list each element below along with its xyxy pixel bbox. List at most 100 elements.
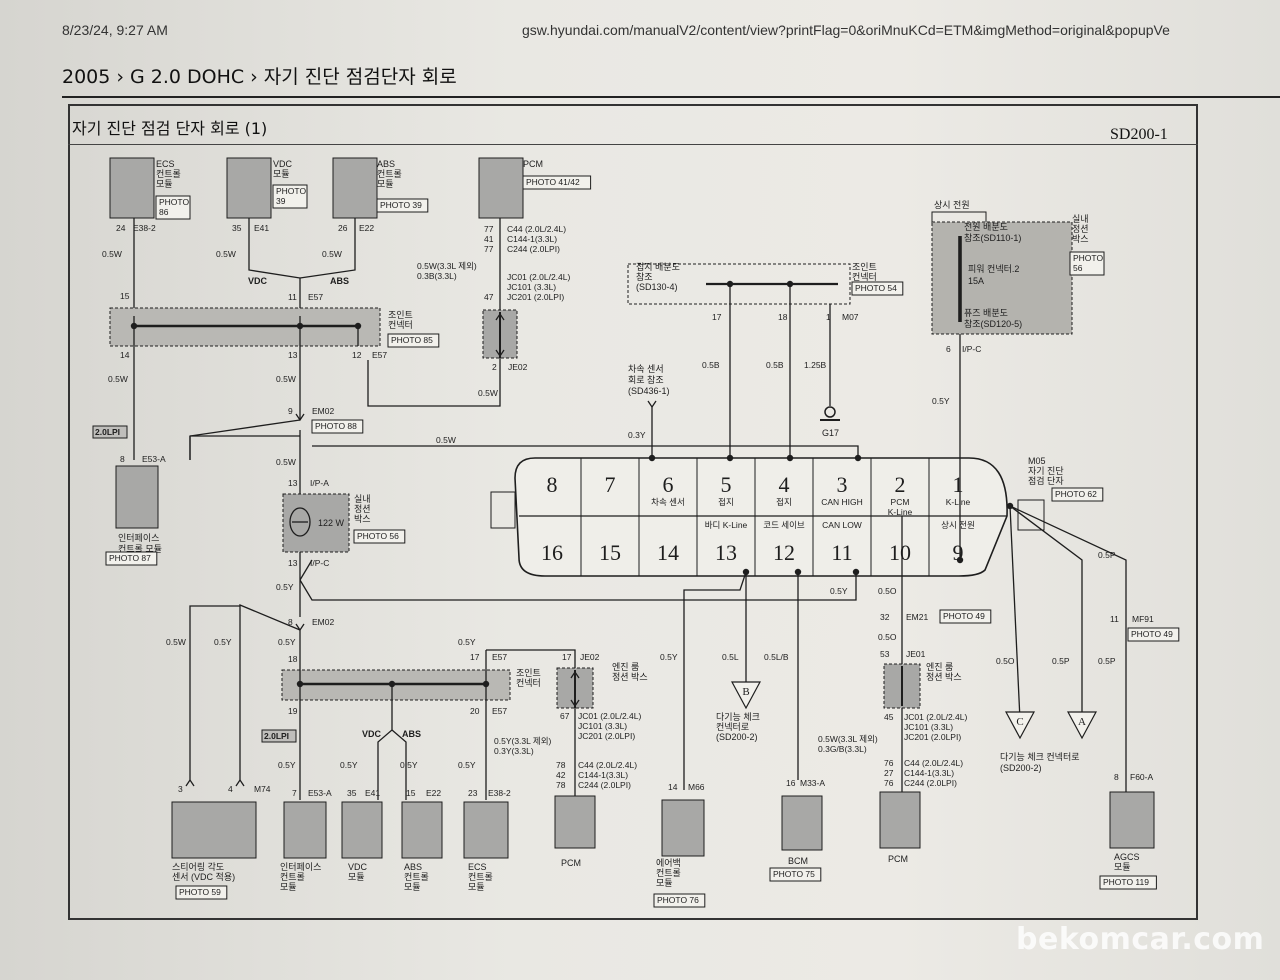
diagram-label: 0.5Y: [400, 760, 418, 770]
diagram-label: 인터페이스: [280, 862, 321, 872]
diagram-label: 26: [338, 223, 348, 233]
diagram-label: 2: [492, 362, 497, 372]
diagram-label: 모듈: [280, 882, 297, 892]
diagram-label: 35: [232, 223, 242, 233]
dlc-pin-number: 15: [599, 540, 621, 565]
diagram-label: JC101 (3.3L): [507, 282, 556, 292]
diagram-label: 18: [288, 654, 298, 664]
diagram-label: G17: [822, 428, 839, 438]
diagram-label: 14: [120, 350, 130, 360]
diagram-label: C44 (2.0L/2.4L): [507, 224, 566, 234]
photo-ref-label: PHOTO: [159, 197, 189, 207]
diagram-label: M33-A: [800, 778, 825, 788]
diagram-label: 76: [884, 758, 894, 768]
diagram-label: E53-A: [142, 454, 166, 464]
connector-arrow: [570, 670, 580, 679]
photo-ref-label: PHOTO 56: [357, 531, 399, 541]
diagram-label: 0.5W: [276, 374, 296, 384]
diagram-label: E57: [308, 292, 323, 302]
diagram-label: 조인트: [852, 262, 877, 272]
diagram-label: 0.5Y: [932, 396, 950, 406]
module-label: VDC: [273, 159, 293, 169]
diagram-label: EM21: [906, 612, 928, 622]
module-label: 모듈: [377, 179, 394, 189]
diagram-label: VDC: [362, 729, 382, 739]
offpage-connector-b: [730, 681, 762, 710]
offpage-connector-a: [1066, 711, 1098, 740]
diagram-label: 접지 배분도: [636, 261, 680, 272]
diagram-label: E41: [254, 223, 269, 233]
photo-ref-label: PHOTO 39: [380, 200, 422, 210]
diagram-label: 점검 단자: [1028, 475, 1064, 486]
diagram-label: 20: [470, 706, 480, 716]
diagram-label: 다기능 체크: [716, 712, 760, 722]
ground-icon: [824, 406, 836, 418]
diagram-label: (SD130-4): [636, 282, 678, 292]
diagram-label: JC01 (2.0L/2.4L): [507, 272, 570, 282]
module-box-vdc-bot: [341, 801, 383, 859]
diagram-label: 0.5L: [722, 652, 739, 662]
diagram-label: 1: [826, 312, 831, 322]
wire: [1009, 505, 1127, 800]
diagram-label: 0.3Y(3.3L): [494, 746, 534, 756]
offpage-connector-c: [1004, 711, 1036, 740]
photo-ref-bcm: [769, 867, 822, 882]
diagram-label: 0.5W: [216, 249, 236, 259]
wire: [486, 649, 576, 668]
photo-ref-label: PHOTO: [1073, 253, 1103, 263]
diagram-label: JC201 (2.0LPI): [904, 732, 961, 742]
diagram-label: ECS: [468, 862, 487, 872]
diagram-label: 42: [556, 770, 566, 780]
diagram-label: 1.25B: [804, 360, 827, 370]
diagram-label: 모듈: [656, 878, 673, 888]
diagram-label: I/P-A: [310, 478, 329, 488]
title-divider: [68, 144, 1198, 145]
photo-ref-label: PHOTO 41/42: [526, 177, 580, 187]
dlc-pin-function: 상시 전원: [941, 520, 975, 530]
connector-arrow: [235, 778, 245, 787]
photo-ref-label: PHOTO 59: [179, 887, 221, 897]
splice-dot: [794, 568, 802, 576]
diagram-label: C144-1(3.3L): [507, 234, 557, 244]
diagram-label: 8: [288, 617, 293, 627]
breadcrumb-year[interactable]: 2005: [62, 66, 111, 88]
diagram-label: 13: [288, 558, 298, 568]
resistor-icon: [289, 507, 311, 537]
photo-ref-em02: [311, 419, 364, 434]
diagram-label: 참조: [636, 272, 653, 282]
diagram-label: ABS: [330, 276, 349, 286]
breadcrumb-engine[interactable]: G 2.0 DOHC: [129, 66, 245, 88]
photo-ref-abs-top: [376, 198, 429, 213]
dlc-pin-function: 차속 센서: [651, 497, 685, 507]
diagram-label: 0.5O: [878, 586, 897, 596]
diagram-label: 0.5W(3.3L 제외): [818, 734, 878, 744]
diagram-label: E38-2: [133, 223, 156, 233]
diagram-label: 24: [116, 223, 126, 233]
diagram-label: 0.5Y: [458, 637, 476, 647]
splice-dot: [726, 454, 734, 462]
diagram-label: 8: [1114, 772, 1119, 782]
diagram-label: 모듈: [404, 882, 421, 892]
photo-ref-label: PHOTO 49: [1131, 629, 1173, 639]
diagram-label: 차속 센서: [628, 363, 664, 374]
photo-ref-agcs: [1099, 875, 1157, 890]
diagram-label: 0.5Y: [458, 760, 476, 770]
photo-ref-label: 56: [1073, 263, 1083, 273]
diagram-label: 컨트롤: [404, 872, 429, 882]
diagram-label: JE02: [508, 362, 528, 372]
diagram-label: 다기능 체크 컨넥터로: [1000, 752, 1080, 762]
splice-dot: [956, 556, 964, 564]
module-box-abs-bot: [401, 801, 443, 859]
module-box-interface-bot: [283, 801, 327, 859]
dlc-pin-number: 1: [953, 472, 964, 497]
print-url: gsw.hyundai.com/manualV2/content/view?pr…: [522, 22, 1170, 38]
photo-ref-label: 39: [276, 196, 286, 206]
module-box-abs-top: [332, 157, 378, 219]
diagram-label: 17: [470, 652, 480, 662]
diagram-label: 0.5Y: [278, 637, 296, 647]
diagram-label: C144-1(3.3L): [904, 768, 954, 778]
module-label: ABS: [377, 159, 395, 169]
diagram-label: E53-A: [308, 788, 332, 798]
diagram-label: (SD200-2): [1000, 763, 1042, 773]
dlc-pin-number: 3: [837, 472, 848, 497]
